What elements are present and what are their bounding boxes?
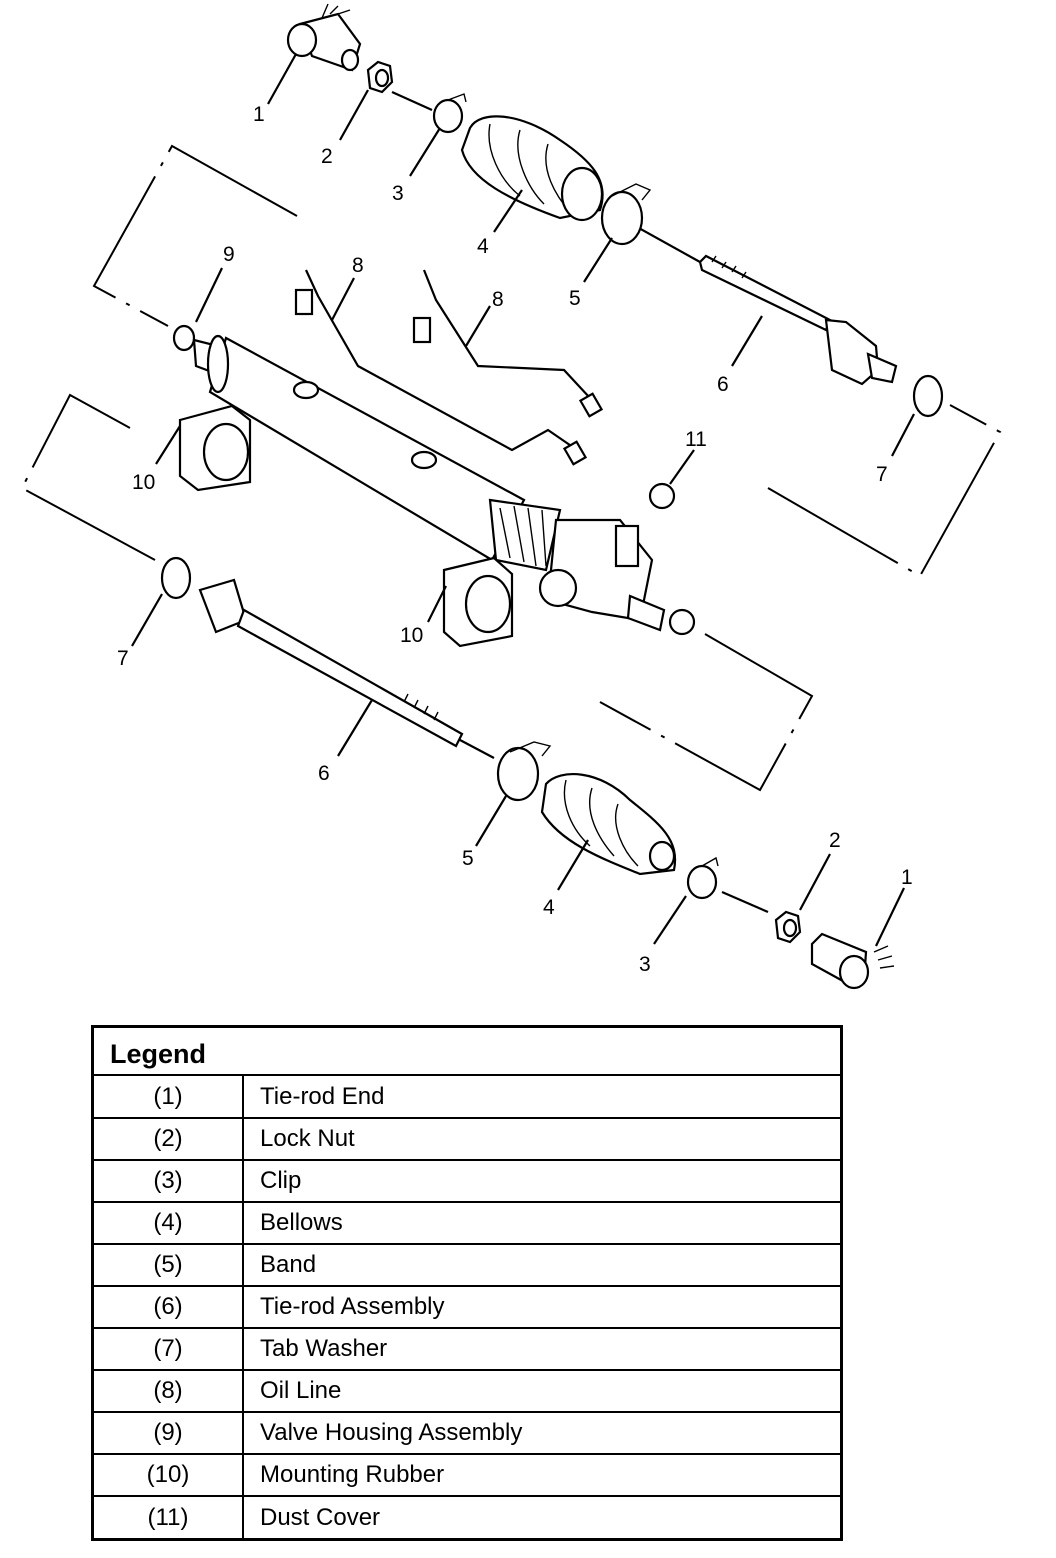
legend-number: (5) — [94, 1244, 244, 1287]
callout-4-lower: 4 — [543, 896, 555, 919]
oil-line-1 — [294, 269, 588, 466]
clip-upper — [432, 93, 467, 134]
legend-row: (8)Oil Line — [94, 1370, 840, 1413]
callout-7-right: 7 — [876, 463, 888, 486]
steering-rack-housing — [172, 324, 696, 636]
band-lower — [496, 741, 552, 802]
callout-5-lower: 5 — [462, 847, 474, 870]
legend-label: Valve Housing Assembly — [243, 1412, 840, 1455]
callout-10-lower: 10 — [400, 624, 423, 647]
axis-line-upper — [391, 90, 433, 112]
legend-label: Tab Washer — [243, 1328, 840, 1371]
tie-rod-end-upper — [286, 3, 362, 72]
legend-number: (9) — [94, 1412, 244, 1455]
legend-number: (3) — [94, 1160, 244, 1203]
bellows-lower — [540, 773, 677, 876]
alignment-line-right — [767, 404, 1002, 578]
callout-6-lower: 6 — [318, 762, 330, 785]
mounting-rubber-upper — [178, 404, 252, 492]
legend-label: Tie-rod End — [243, 1076, 840, 1119]
callout-2-lower: 2 — [829, 829, 841, 852]
callout-5-upper: 5 — [569, 287, 581, 310]
legend-row: (6)Tie-rod Assembly — [94, 1286, 840, 1329]
callout-11: 11 — [685, 428, 707, 451]
alignment-line-lower-right — [599, 633, 814, 792]
callout-1-lower: 1 — [901, 866, 913, 889]
tie-rod-assembly-upper — [698, 254, 898, 386]
callout-6-upper: 6 — [717, 373, 729, 396]
tab-washer-left — [160, 556, 192, 600]
legend-row: (4)Bellows — [94, 1202, 840, 1245]
legend-row: (9)Valve Housing Assembly — [94, 1412, 840, 1455]
legend-rows: (1)Tie-rod End (2)Lock Nut (3)Clip (4)Be… — [94, 1076, 840, 1538]
legend-label: Tie-rod Assembly — [243, 1286, 840, 1329]
lock-nut-upper — [366, 60, 394, 94]
alignment-line-upper-left — [92, 144, 298, 327]
legend-label: Oil Line — [243, 1370, 840, 1413]
callout-3-lower: 3 — [639, 953, 651, 976]
legend-number: (8) — [94, 1370, 244, 1413]
legend-number: (11) — [94, 1496, 244, 1538]
legend-number: (6) — [94, 1286, 244, 1329]
legend-number: (4) — [94, 1202, 244, 1245]
tab-washer-right — [912, 374, 944, 418]
legend-number: (2) — [94, 1118, 244, 1161]
bellows-upper — [460, 115, 604, 222]
callout-3-upper: 3 — [392, 182, 404, 205]
callout-10-upper: 10 — [132, 471, 155, 494]
axis-line-lower — [459, 739, 495, 759]
clip-lower — [686, 856, 719, 900]
mounting-rubber-lower — [442, 556, 514, 648]
legend-label: Dust Cover — [260, 1503, 381, 1531]
alignment-line-lower-left — [20, 393, 156, 561]
tie-rod-end-lower — [810, 932, 895, 990]
axis-line-lower-end — [721, 890, 769, 914]
legend-row: (5)Band — [94, 1244, 840, 1287]
legend-label: Mounting Rubber — [243, 1454, 840, 1497]
legend-label: Band — [243, 1244, 840, 1287]
legend-row: (2)Lock Nut — [94, 1118, 840, 1161]
callout-8-first: 8 — [352, 254, 364, 277]
legend-row: (7)Tab Washer — [94, 1328, 840, 1371]
legend-label: Bellows — [243, 1202, 840, 1245]
exploded-parts-diagram: 1 2 3 4 5 6 7 8 8 9 10 10 11 7 6 5 4 3 2… — [20, 3, 1002, 990]
legend-row: (10)Mounting Rubber — [94, 1454, 840, 1497]
callout-1-upper: 1 — [253, 103, 265, 126]
legend-number: (1) — [94, 1076, 244, 1119]
legend-row: (1)Tie-rod End — [94, 1076, 840, 1119]
legend-label: Lock Nut — [243, 1118, 840, 1161]
legend-row: (11) Dust Cover — [94, 1496, 840, 1538]
oil-line-2 — [412, 269, 604, 418]
lock-nut-lower — [774, 910, 802, 944]
callout-4-upper: 4 — [477, 235, 489, 258]
callout-8-second: 8 — [492, 288, 504, 311]
legend-label: Clip — [243, 1160, 840, 1203]
legend-table: Legend (1)Tie-rod End (2)Lock Nut (3)Cli… — [91, 1025, 843, 1541]
callout-9: 9 — [223, 243, 235, 266]
callout-7-left: 7 — [117, 647, 129, 670]
tie-rod-assembly-lower — [198, 578, 464, 748]
legend-title: Legend — [94, 1028, 840, 1076]
legend-row: (3)Clip — [94, 1160, 840, 1203]
legend-number: (10) — [94, 1454, 244, 1497]
dust-cover — [648, 482, 676, 510]
band-upper — [600, 183, 652, 246]
callout-2-upper: 2 — [321, 145, 333, 168]
leader-lines — [131, 53, 915, 947]
legend-number: (7) — [94, 1328, 244, 1371]
